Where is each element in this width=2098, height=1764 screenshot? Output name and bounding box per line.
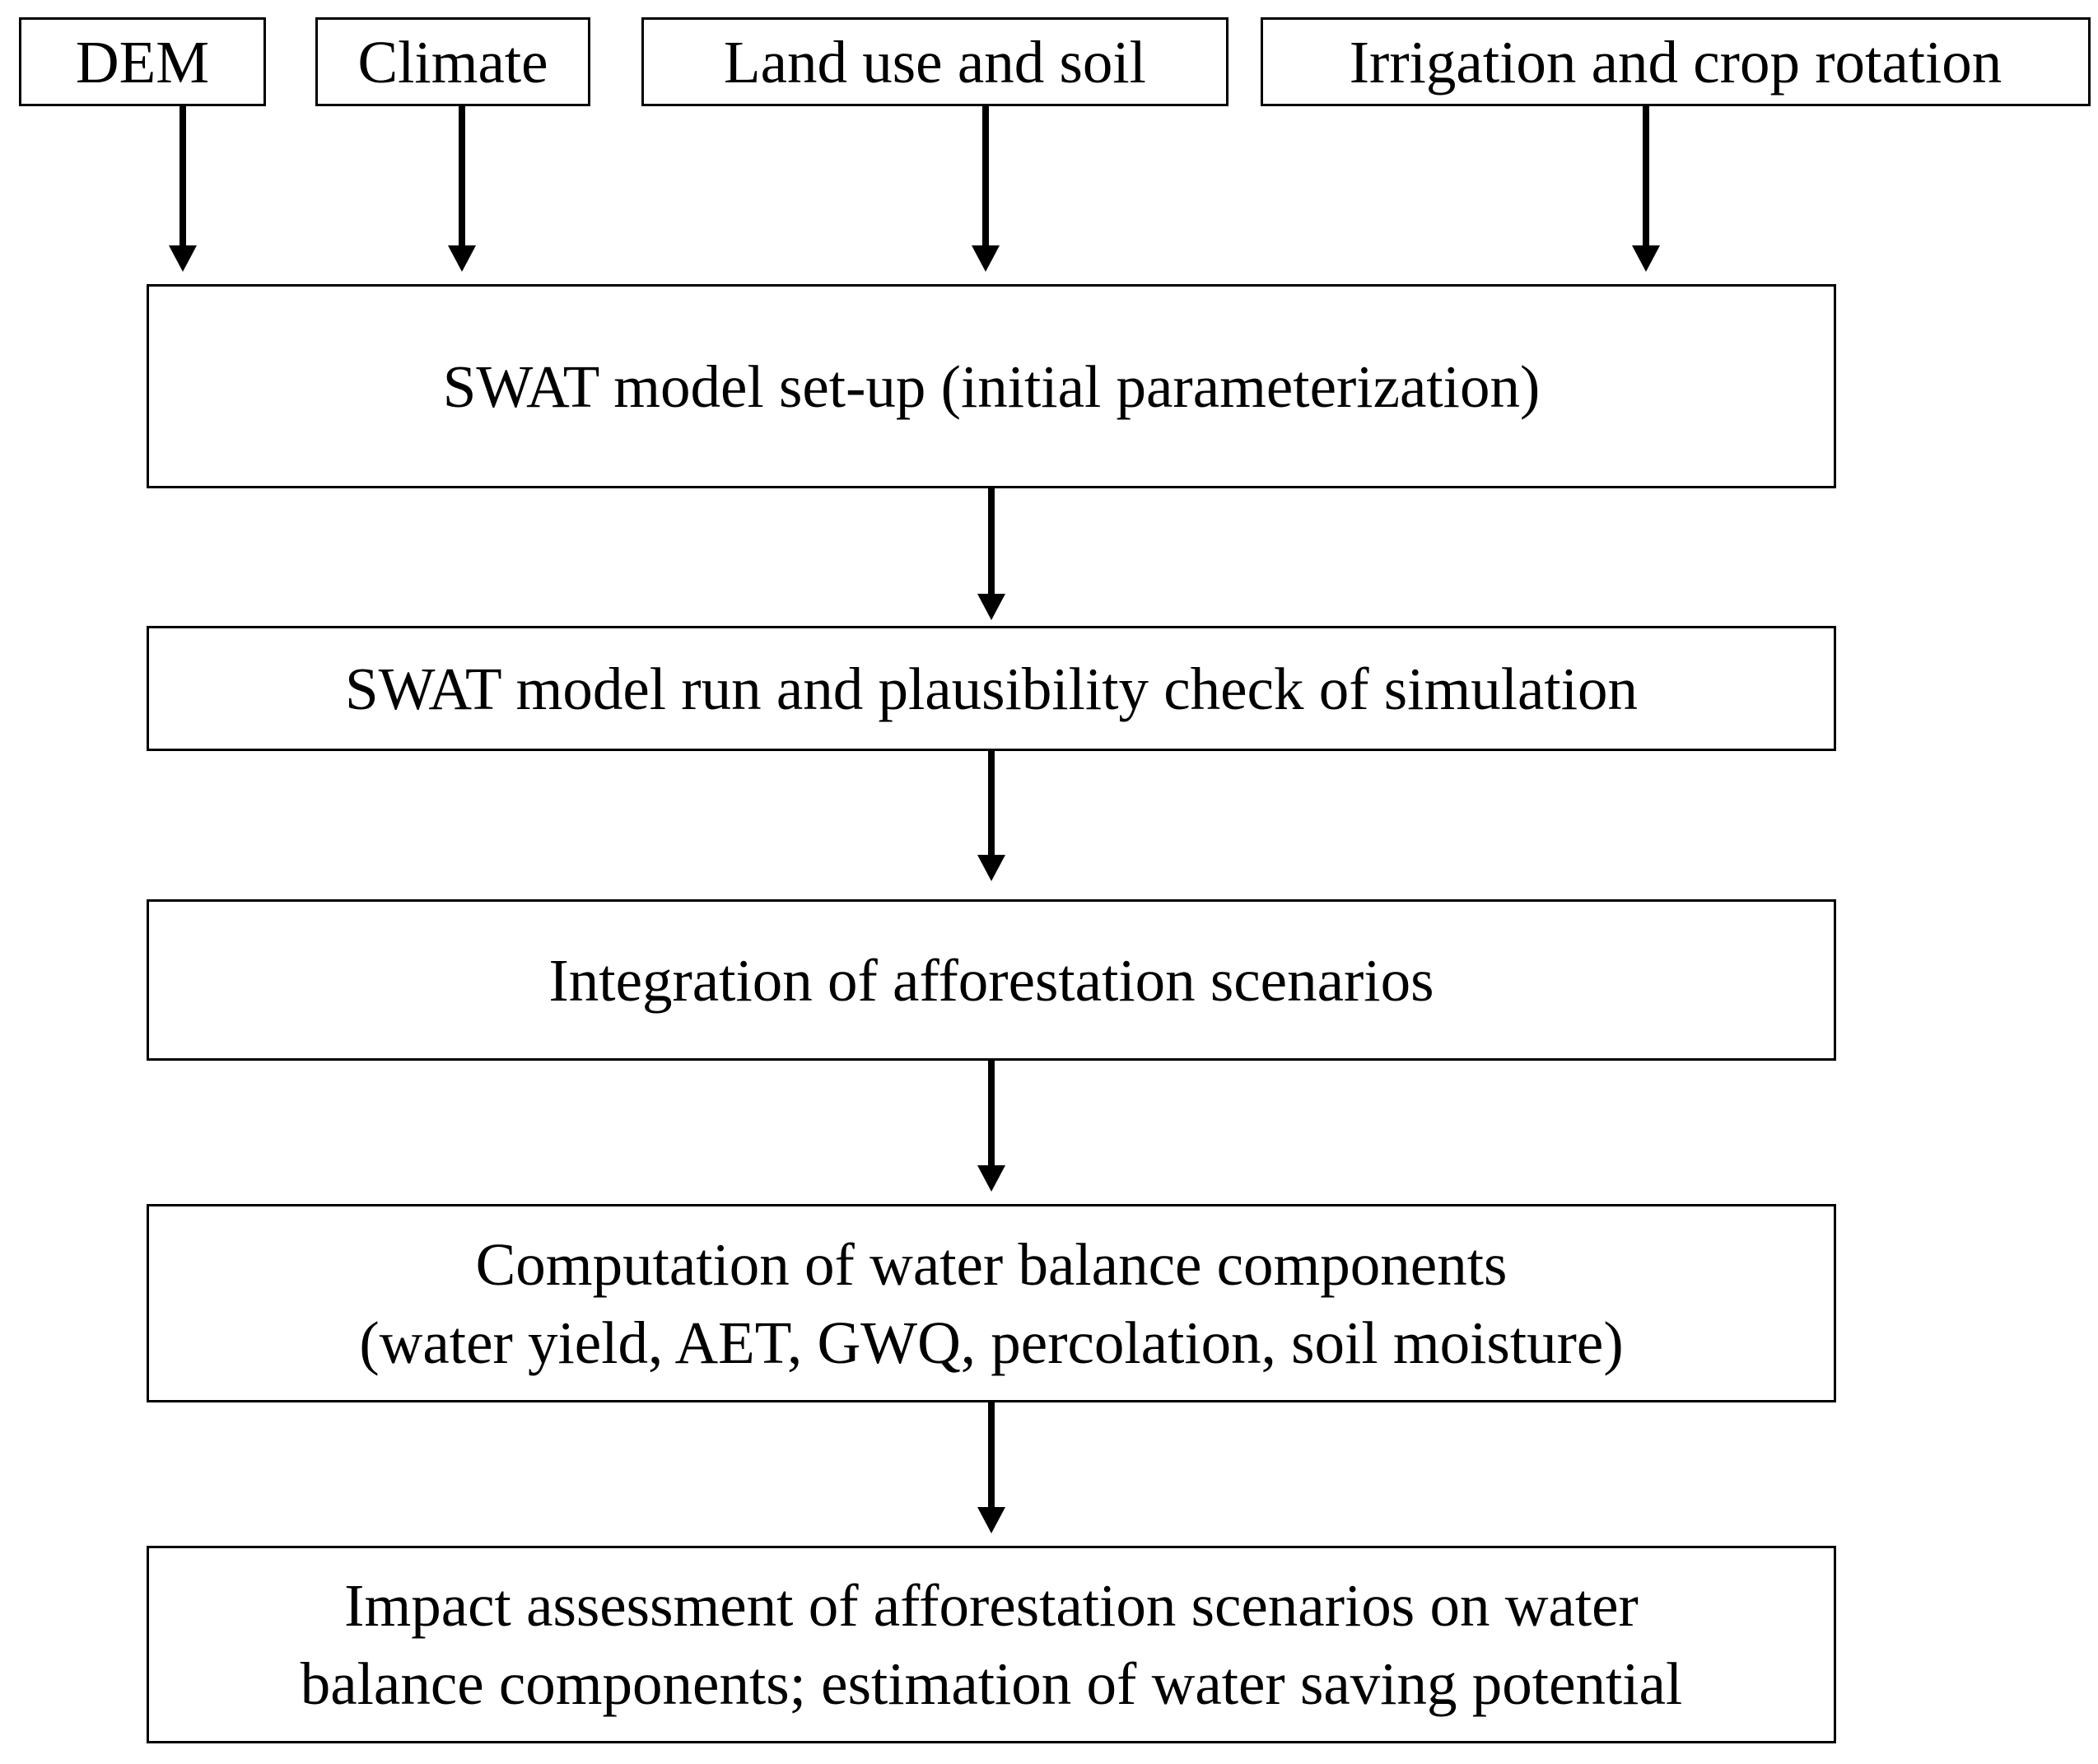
input-box-irrigation-and-crop-rotation-label: Irrigation and crop rotation xyxy=(1349,28,2002,96)
step-box-computation-line-1: Computation of water balance components xyxy=(475,1230,1508,1298)
arrow-stem xyxy=(988,487,995,594)
arrow-stem xyxy=(988,749,995,855)
input-box-dem-label: DEM xyxy=(75,28,210,96)
arrow-head xyxy=(972,245,1000,272)
step-box-swat-model-run: SWAT model run and plausibility check of… xyxy=(147,626,1836,751)
arrow-setup-to-run-icon xyxy=(977,487,1005,620)
step-box-impact-line-1: Impact assessment of afforestation scena… xyxy=(344,1572,1639,1639)
arrow-head xyxy=(1632,245,1660,272)
input-box-dem: DEM xyxy=(19,17,266,106)
step-box-swat-model-setup-label: SWAT model set-up (initial parameterizat… xyxy=(442,352,1541,420)
arrow-stem xyxy=(988,1401,995,1507)
step-box-computation-line-2: (water yield, AET, GWQ, percolation, soi… xyxy=(359,1309,1624,1376)
arrow-irrigation-to-setup-icon xyxy=(1632,105,1660,272)
input-box-climate: Climate xyxy=(315,17,590,106)
step-box-integration-scenarios-label: Integration of afforestation scenarios xyxy=(548,946,1434,1014)
input-box-land-use-and-soil-label: Land use and soil xyxy=(724,28,1146,96)
input-box-climate-label: Climate xyxy=(357,28,548,96)
step-box-integration-scenarios: Integration of afforestation scenarios xyxy=(147,899,1836,1061)
arrow-stem xyxy=(1643,105,1649,245)
arrow-head xyxy=(169,245,197,272)
arrow-run-to-integration-icon xyxy=(977,749,1005,881)
arrow-head xyxy=(977,1165,1005,1192)
step-box-computation-water-balance: Computation of water balance components … xyxy=(147,1204,1836,1402)
step-box-impact-assessment-label: Impact assessment of afforestation scena… xyxy=(301,1566,1683,1723)
step-box-impact-assessment: Impact assessment of afforestation scena… xyxy=(147,1546,1836,1743)
step-box-swat-model-setup: SWAT model set-up (initial parameterizat… xyxy=(147,284,1836,488)
step-box-impact-line-2: balance components; estimation of water … xyxy=(300,1650,1683,1717)
arrow-computation-to-impact-icon xyxy=(977,1401,1005,1533)
arrow-integration-to-computation-icon xyxy=(977,1059,1005,1192)
arrow-stem xyxy=(459,105,465,245)
arrow-landuse-to-setup-icon xyxy=(972,105,1000,272)
step-box-computation-water-balance-label: Computation of water balance components … xyxy=(359,1225,1623,1382)
input-box-irrigation-and-crop-rotation: Irrigation and crop rotation xyxy=(1261,17,2091,106)
arrow-head xyxy=(977,855,1005,881)
step-box-swat-model-run-label: SWAT model run and plausibility check of… xyxy=(345,655,1638,722)
arrow-stem xyxy=(988,1059,995,1165)
arrow-climate-to-setup-icon xyxy=(448,105,476,272)
arrow-head xyxy=(977,594,1005,620)
input-box-land-use-and-soil: Land use and soil xyxy=(641,17,1228,106)
arrow-stem xyxy=(982,105,989,245)
arrow-head xyxy=(977,1507,1005,1533)
arrow-stem xyxy=(179,105,186,245)
arrow-dem-to-setup-icon xyxy=(169,105,197,272)
arrow-head xyxy=(448,245,476,272)
